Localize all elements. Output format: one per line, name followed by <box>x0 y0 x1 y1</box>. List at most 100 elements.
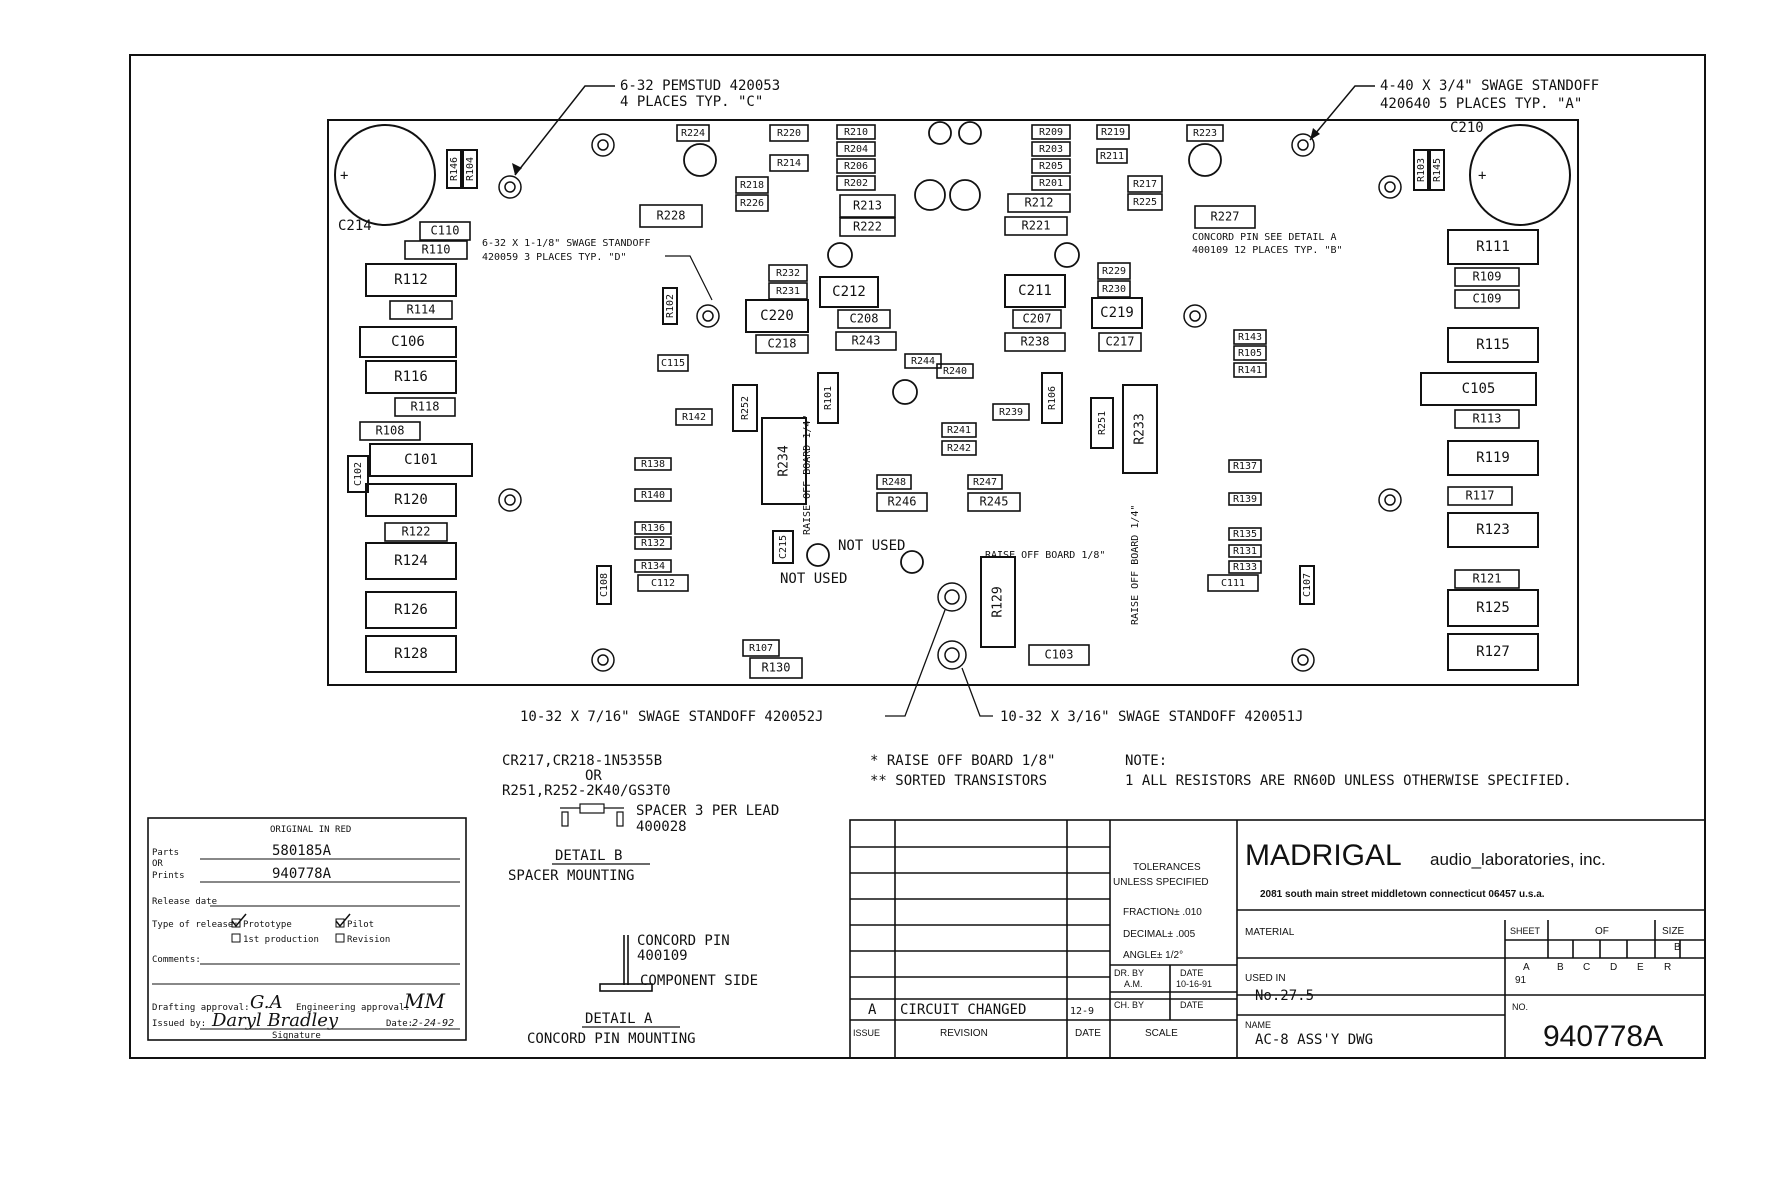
component-c207: C207 <box>1012 309 1062 329</box>
component-label-c207: C207 <box>1023 312 1052 326</box>
callout-raise-off-1-4-right: RAISE OFF BOARD 1/4" <box>1130 505 1141 625</box>
drawing-number: 940778A <box>1543 1020 1663 1053</box>
standoff-markers <box>498 133 1402 672</box>
callout-concord-text-2: 400109 12 PLACES TYP. "B" <box>1192 245 1343 256</box>
component-r245: R245 <box>967 492 1021 512</box>
rev-letter-a: A <box>1523 962 1530 973</box>
component-label-r127: R127 <box>1476 644 1510 660</box>
component-label-r226: R226 <box>740 198 764 209</box>
component-label-r238: R238 <box>1021 335 1050 349</box>
component-r107: R107 <box>742 639 780 657</box>
component-label-r221: R221 <box>1022 219 1051 233</box>
component-r206: R206 <box>836 158 876 174</box>
callout-swage-a-text-2: 420640 5 PLACES TYP. "A" <box>1380 96 1582 112</box>
component-label-c107: C107 <box>1302 573 1313 597</box>
component-label-r113: R113 <box>1473 412 1502 426</box>
component-r140: R140 <box>634 488 672 502</box>
component-label-r206: R206 <box>844 161 868 172</box>
component-r241: R241 <box>941 422 977 438</box>
component-label-r103: R103 <box>1416 158 1427 182</box>
scale-label: SCALE <box>1145 1028 1178 1039</box>
component-label-c105: C105 <box>1462 381 1496 397</box>
component-r239: R239 <box>992 403 1030 421</box>
spacer-symbol <box>560 803 624 827</box>
rev-letter-b: B <box>1557 962 1564 973</box>
component-r113: R113 <box>1454 409 1520 429</box>
component-label-r140: R140 <box>641 490 665 501</box>
callout-pemstud-text-1: 6-32 PEMSTUD 420053 <box>620 78 780 94</box>
component-label-r106: R106 <box>1047 386 1058 410</box>
component-c115: C115 <box>657 354 689 372</box>
component-label-r120: R120 <box>394 492 428 508</box>
component-label-r222: R222 <box>853 220 882 234</box>
component-label-r217: R217 <box>1133 179 1157 190</box>
component-c110: C110 <box>419 221 471 241</box>
drawn-date-label: DATE <box>1180 968 1203 978</box>
component-r247: R247 <box>967 474 1003 490</box>
component-label-r228: R228 <box>657 209 686 223</box>
component-r205: R205 <box>1031 158 1071 174</box>
component-c217: C217 <box>1098 332 1142 352</box>
note-diode-list-1: CR217,CR218-1N5355B <box>502 753 662 769</box>
component-r130: R130 <box>749 657 803 679</box>
component-r233: R233 <box>1122 384 1158 474</box>
component-label-r205: R205 <box>1039 161 1063 172</box>
component-label-c101: C101 <box>404 452 438 468</box>
component-r122: R122 <box>384 522 448 542</box>
component-r102: R102 <box>662 287 678 325</box>
used-in-value: No.27.5 <box>1255 988 1314 1004</box>
component-r104: R104 <box>462 149 478 189</box>
component-label-r119: R119 <box>1476 450 1510 466</box>
note-concord-pin-2: 400109 <box>637 948 688 964</box>
checked-by-label: CH. BY <box>1114 1000 1144 1010</box>
component-r105: R105 <box>1233 345 1267 361</box>
component-c219: C219 <box>1091 297 1143 329</box>
component-label-c103: C103 <box>1045 648 1074 662</box>
component-c105: C105 <box>1420 372 1537 406</box>
component-label-r141: R141 <box>1238 365 1262 376</box>
component-r232: R232 <box>768 264 808 282</box>
tolerance-decimal: DECIMAL± .005 <box>1123 929 1196 940</box>
component-r115: R115 <box>1447 327 1539 363</box>
component-label-r214: R214 <box>777 158 801 169</box>
pcb-outline <box>327 119 1579 686</box>
component-label-r203: R203 <box>1039 144 1063 155</box>
component-label-r251: R251 <box>1097 411 1108 435</box>
company-suffix: audio_laboratories, inc. <box>1430 850 1606 869</box>
component-label-r210: R210 <box>844 127 868 138</box>
rev-year: 91 <box>1515 975 1527 986</box>
component-r146: R146 <box>446 149 462 189</box>
checkbox-revision <box>335 933 345 943</box>
component-r117: R117 <box>1447 486 1513 506</box>
component-label-c218: C218 <box>768 337 797 351</box>
component-label-r138: R138 <box>641 459 665 470</box>
used-in-label: USED IN <box>1245 973 1286 984</box>
component-label-r130: R130 <box>762 661 791 675</box>
component-label-r220: R220 <box>777 128 801 139</box>
name-value: AC-8 ASS'Y DWG <box>1255 1032 1373 1048</box>
component-c218: C218 <box>755 334 809 354</box>
component-label-r104: R104 <box>465 157 476 181</box>
note-diode-or: OR <box>585 768 602 784</box>
component-label-c109: C109 <box>1473 292 1502 306</box>
component-r121: R121 <box>1454 569 1520 589</box>
approval-comments-label: Comments: <box>152 955 201 965</box>
component-r110: R110 <box>404 240 468 260</box>
component-r204: R204 <box>836 141 876 157</box>
component-c101: C101 <box>369 443 473 477</box>
company-address: 2081 south main street middletown connec… <box>1260 889 1545 900</box>
callout-swage-p10: 10-32 X 7/16" SWAGE STANDOFF 420052J <box>520 709 823 725</box>
component-label-c110: C110 <box>431 224 460 238</box>
approval-opt-first: 1st production <box>243 935 319 945</box>
tolerances-title-2: UNLESS SPECIFIED <box>1113 877 1209 888</box>
note-header: NOTE: <box>1125 753 1167 769</box>
component-label-r241: R241 <box>947 425 971 436</box>
component-label-r111: R111 <box>1476 239 1510 255</box>
note-spacer-2: 400028 <box>636 819 687 835</box>
callout-pemstud: 6-32 PEMSTUD 420053 4 PLACES TYP. "C" <box>512 78 780 176</box>
component-c103: C103 <box>1028 644 1090 666</box>
component-r225: R225 <box>1127 193 1163 211</box>
component-r222: R222 <box>839 217 896 237</box>
approval-opt-revision: Revision <box>347 935 390 945</box>
legend-double-star: ** SORTED TRANSISTORS <box>870 773 1047 789</box>
